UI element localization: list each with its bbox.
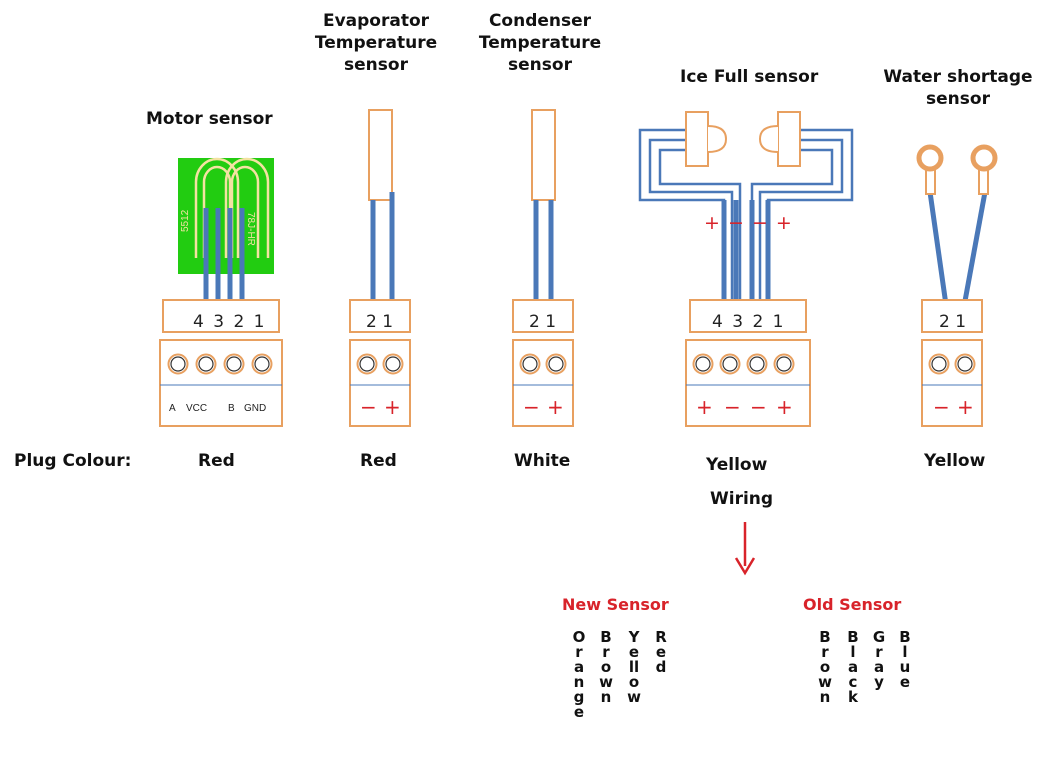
water-plug-colour: Yellow [924,451,986,471]
ice-full-label: Ice Full sensor [680,67,819,87]
old-sensor-colour-1: Brown [818,628,832,706]
motor-sensor: 5512 78J-HR 4 3 2 1 A VCC B GND [159,157,283,427]
motor-plug-colour: Red [198,451,235,471]
cond-plug-colour: White [514,451,571,471]
new-sensor-colour-4: Red [655,628,667,676]
evap-pin-numbers: 2 1 [366,312,393,332]
cond-pin-numbers: 2 1 [529,312,556,332]
evaporator-label: Evaporator Temperature sensor [314,11,438,75]
water-shortage-sensor: 2 1 − + [916,144,998,427]
old-sensor-colour-3: Gray [872,628,886,691]
water-polarity-minus: − [933,395,950,419]
evap-polarity-plus: + [384,395,401,419]
condenser-label: Condenser Temperature sensor [478,11,602,75]
pin-label-vcc: VCC [186,403,207,414]
board-text-left: 5512 [180,209,191,232]
motor-sensor-label: Motor sensor [146,109,273,129]
cond-polarity-minus: − [523,395,540,419]
motor-pin-numbers: 4 3 2 1 [193,312,266,332]
ice-polarity-2: − [724,395,741,419]
condenser-sensor: 2 1 − + [512,109,574,427]
ice-pin-numbers: 4 3 2 1 [712,312,785,332]
water-pin-numbers: 2 1 [939,312,966,332]
plug-colour-label: Plug Colour: [14,451,132,471]
new-sensor-colour-1: Orange [572,628,586,721]
new-sensor-colour-3: Yellow [627,628,641,706]
ice-wire-polarity: + − − + [704,212,793,234]
evap-plug-colour: Red [360,451,397,471]
evaporator-sensor: 2 1 − + [349,109,411,427]
ice-polarity-3: − [750,395,767,419]
old-sensor-colour-4: Blue [899,628,911,691]
down-arrow-icon [734,522,756,576]
new-sensor-title: New Sensor [562,595,669,614]
water-shortage-label: Water shortage sensor [883,67,1033,109]
pin-label-b: B [228,403,235,414]
water-polarity-plus: + [957,395,974,419]
ice-polarity-4: + [776,395,793,419]
old-sensor-title: Old Sensor [803,595,902,614]
motor-plug-header [162,299,280,333]
wiring-label: Wiring [710,489,774,509]
board-text-right: 78J-HR [245,212,256,246]
ice-full-sensor: + − − + 4 3 2 1 + − − + [638,111,854,427]
pin-label-gnd: GND [244,403,266,414]
ice-polarity-1: + [696,395,713,419]
pin-label-a: A [169,403,176,414]
cond-polarity-plus: + [547,395,564,419]
new-sensor-colour-2: Brown [599,628,613,706]
ice-plug-colour: Yellow [706,455,768,475]
evap-polarity-minus: − [360,395,377,419]
old-sensor-colour-2: Black [847,628,859,706]
